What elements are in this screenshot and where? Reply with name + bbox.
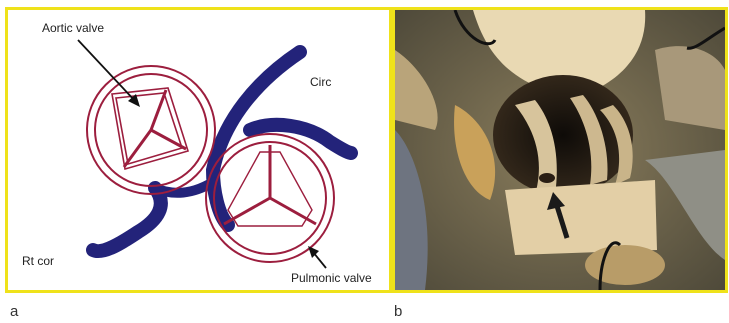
circumflex-artery — [213, 52, 300, 225]
circumflex-branch — [250, 125, 351, 153]
label-aortic-valve: Aortic valve — [42, 21, 104, 35]
heart-specimen-photo — [395, 10, 725, 290]
right-coronary-artery — [93, 188, 161, 251]
label-circ: Circ — [310, 75, 331, 89]
valve-schematic: Aortic valve Circ Rt cor Pulmonic valve — [8, 10, 389, 290]
aortic-valve-drawing — [87, 66, 215, 194]
pulmonic-valve-drawing — [206, 134, 334, 262]
panel-letter-a: a — [10, 303, 18, 320]
label-rt-cor: Rt cor — [22, 254, 54, 268]
panel-letter-b: b — [394, 303, 402, 320]
panel-b-photograph — [392, 7, 728, 293]
panel-a-diagram: Aortic valve Circ Rt cor Pulmonic valve — [5, 7, 392, 293]
label-pulmonic-valve: Pulmonic valve — [291, 271, 372, 285]
